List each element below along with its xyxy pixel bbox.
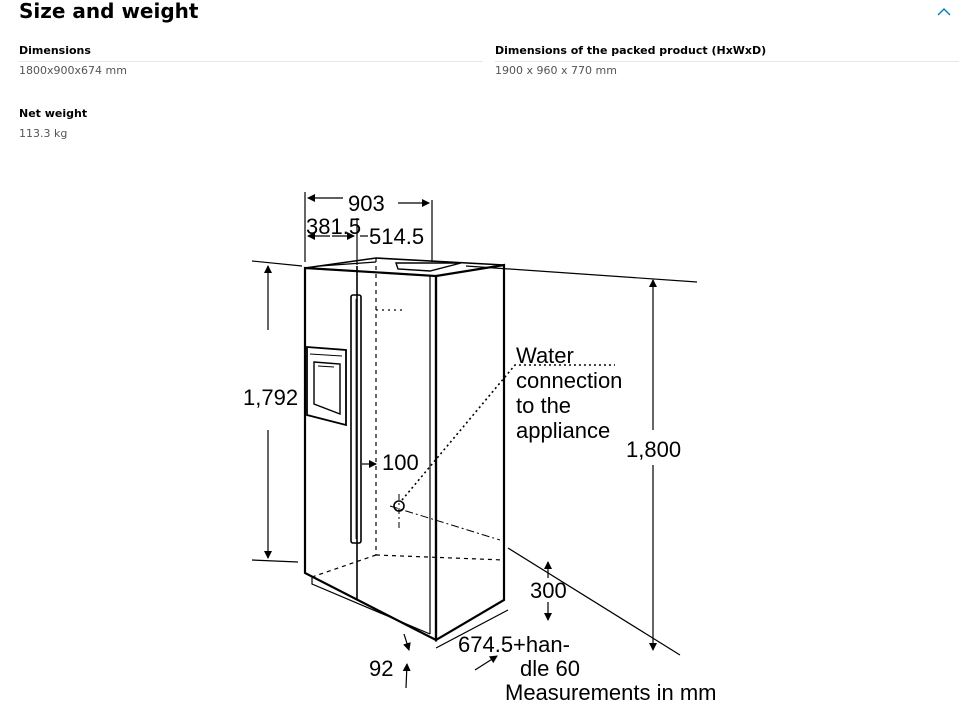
fridge-hidden-lines	[311, 258, 505, 578]
water-label-line4: appliance	[516, 418, 610, 443]
dim-height-body-label: 1,792	[243, 385, 298, 410]
fridge-outline	[303, 257, 506, 642]
door-handle	[350, 294, 362, 544]
spec-value: 1800x900x674 mm	[19, 64, 127, 77]
spec-packed-dimensions: Dimensions of the packed product (HxWxD)…	[495, 0, 959, 77]
water-label-line3: to the	[516, 393, 571, 418]
dim-left-label: 381.5	[306, 214, 361, 239]
spec-value: 113.3 kg	[19, 127, 68, 140]
spec-net-weight: Net weight 113.3 kg	[19, 63, 483, 140]
spec-label: Dimensions	[19, 44, 91, 57]
spec-value: 1900 x 960 x 770 mm	[495, 64, 617, 77]
dim-92-label: 92	[369, 656, 393, 681]
water-label-line1: Water	[516, 343, 574, 368]
water-dispenser	[306, 346, 347, 427]
dim-300-label: 300	[530, 578, 567, 603]
spec-label: Dimensions of the packed product (HxWxD)	[495, 44, 767, 57]
dim-height-total-label: 1,800	[626, 437, 681, 462]
water-label-line2: connection	[516, 368, 622, 393]
dim-width-label: 903	[348, 191, 385, 216]
depth-label-line2: dle 60	[520, 656, 580, 681]
dim-100-label: 100	[382, 450, 419, 475]
spec-dimensions: Dimensions 1800x900x674 mm	[19, 0, 483, 77]
water-connection-marker	[389, 364, 615, 541]
units-note: Measurements in mm	[505, 680, 717, 705]
dim-right-label: 514.5	[369, 224, 424, 249]
section-title: Size and weight	[19, 0, 199, 23]
spec-label: Net weight	[19, 107, 88, 120]
depth-label-line1: 674.5+han-	[458, 632, 570, 657]
chevron-up-icon	[937, 7, 951, 15]
collapse-button[interactable]	[934, 2, 954, 20]
dimension-lines	[251, 192, 698, 689]
